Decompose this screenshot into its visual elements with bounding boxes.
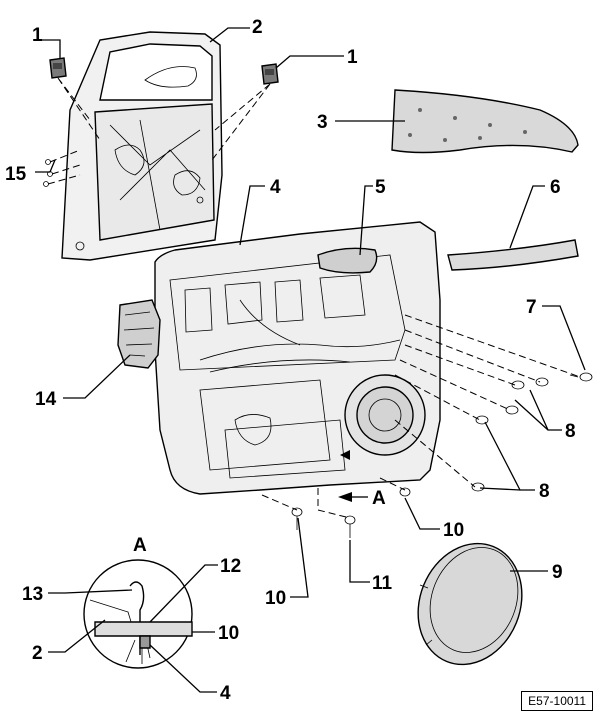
callout-9: 9 <box>552 562 563 583</box>
screw-7 <box>569 372 593 382</box>
leader-lines <box>35 27 586 693</box>
upper-trim-strip <box>391 89 579 154</box>
callout-10-detail: 10 <box>218 623 239 644</box>
callout-11: 11 <box>372 573 393 594</box>
callout-10-right: 10 <box>443 520 464 541</box>
door-trim-panel <box>154 221 441 495</box>
detail-a-label: A <box>133 535 147 556</box>
screws-15 <box>43 149 81 187</box>
callout-15: 15 <box>5 164 27 185</box>
trim-strip-6 <box>447 239 579 271</box>
door-frame <box>61 31 223 261</box>
view-arrow-label: A <box>372 488 386 509</box>
callout-2-top: 2 <box>252 17 263 38</box>
callout-14: 14 <box>35 389 57 410</box>
detail-a-circle <box>83 559 193 669</box>
callout-8-upper: 8 <box>565 421 576 442</box>
figure-reference-code: E57-10011 <box>521 691 593 711</box>
screws-8 <box>471 377 549 492</box>
callout-3: 3 <box>317 112 328 133</box>
screws-10-11 <box>291 487 411 538</box>
callout-8-lower: 8 <box>539 481 550 502</box>
callout-5: 5 <box>375 177 386 198</box>
callout-12: 12 <box>220 556 241 577</box>
door-lock <box>117 299 161 369</box>
callout-4-detail: 4 <box>220 683 231 704</box>
door-clip-left <box>49 57 67 79</box>
callout-2-detail: 2 <box>32 643 43 664</box>
callout-7: 7 <box>526 297 537 318</box>
callout-1-right: 1 <box>347 47 358 68</box>
view-arrow-a <box>338 450 368 502</box>
callout-10-bottom: 10 <box>265 588 286 609</box>
callout-13: 13 <box>22 584 43 605</box>
callout-4-panel: 4 <box>270 177 281 198</box>
callout-6: 6 <box>550 177 561 198</box>
door-clip-right <box>261 63 279 85</box>
callout-1-left: 1 <box>32 25 43 46</box>
speaker-cover <box>417 542 523 666</box>
